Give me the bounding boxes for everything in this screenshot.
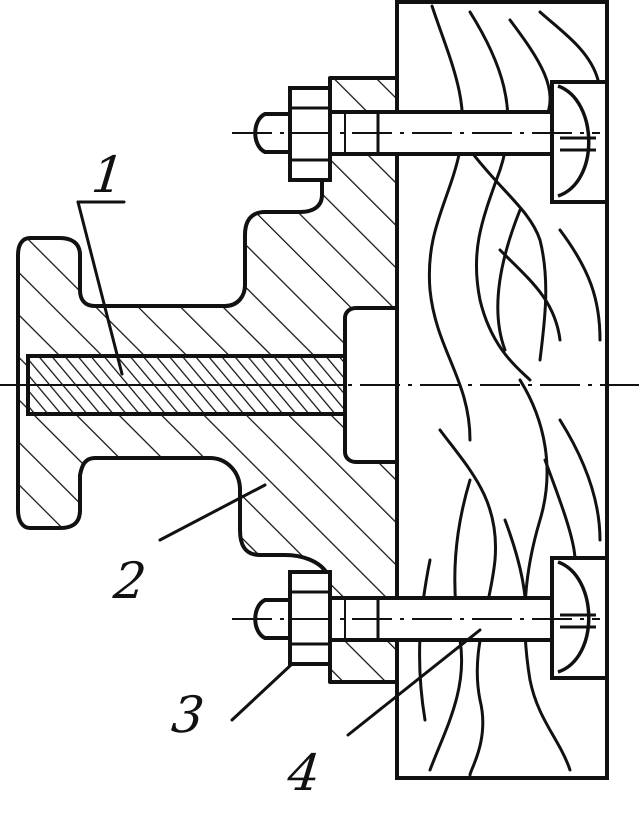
leader-lines — [76, 200, 482, 737]
callout-label-4: 4 — [284, 744, 323, 802]
callout-label-2: 2 — [110, 552, 149, 610]
callout-label-3: 3 — [168, 686, 207, 744]
centerlines — [0, 132, 639, 620]
callout-label-1: 1 — [88, 146, 127, 204]
screw-head-top — [550, 80, 609, 204]
